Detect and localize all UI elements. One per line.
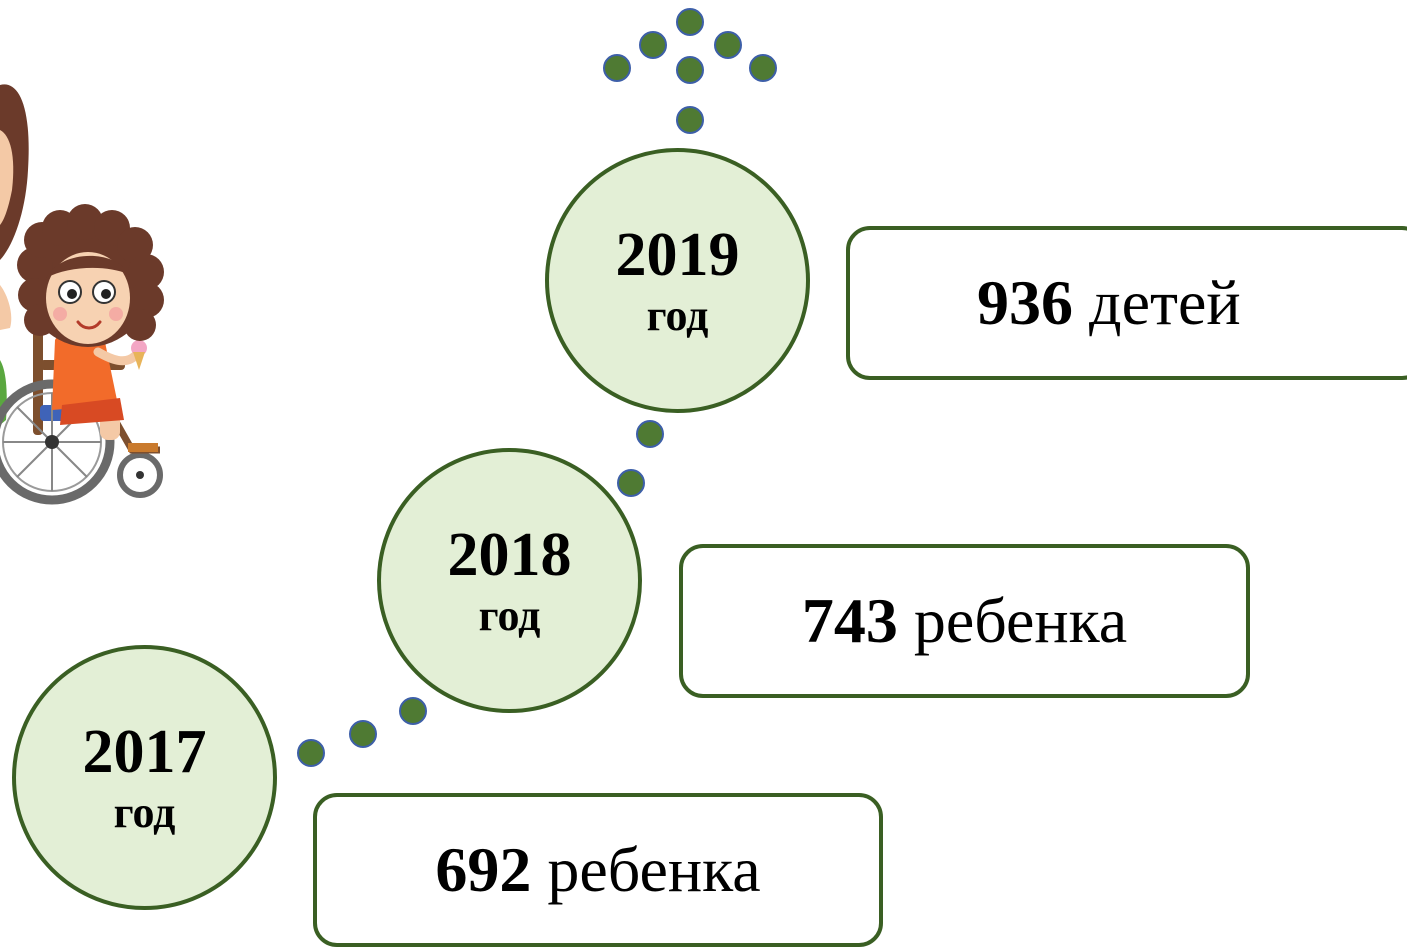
connector-dot: [399, 697, 427, 725]
arrow-dot: [749, 54, 777, 82]
arrow-dot: [676, 8, 704, 36]
year-word: год: [113, 787, 176, 837]
count-value: 936: [977, 267, 1073, 338]
year-circle-2018: 2018 год: [377, 448, 642, 713]
year-label: 2018: [447, 520, 572, 589]
connector-dot: [636, 420, 664, 448]
arrow-dot: [639, 31, 667, 59]
year-word: год: [478, 590, 541, 640]
arrow-dot: [676, 106, 704, 134]
wheelchair-girl-illustration: [0, 84, 164, 505]
arrow-dot: [714, 31, 742, 59]
count-unit: детей: [1089, 267, 1241, 338]
year-circle-2017: 2017 год: [12, 645, 277, 910]
arrow-dot: [603, 54, 631, 82]
year-label: 2017: [82, 717, 207, 786]
connector-dot: [617, 469, 645, 497]
count-value: 692: [435, 834, 532, 905]
connector-dot: [349, 720, 377, 748]
count-value: 743: [801, 585, 898, 656]
count-unit: ребенка: [547, 834, 761, 905]
arrow-dot: [676, 56, 704, 84]
year-circle-2019: 2019 год: [545, 148, 810, 413]
count-unit: ребенка: [913, 585, 1128, 656]
year-label: 2019: [615, 220, 740, 289]
year-word: год: [646, 290, 709, 340]
connector-dot: [297, 739, 325, 767]
